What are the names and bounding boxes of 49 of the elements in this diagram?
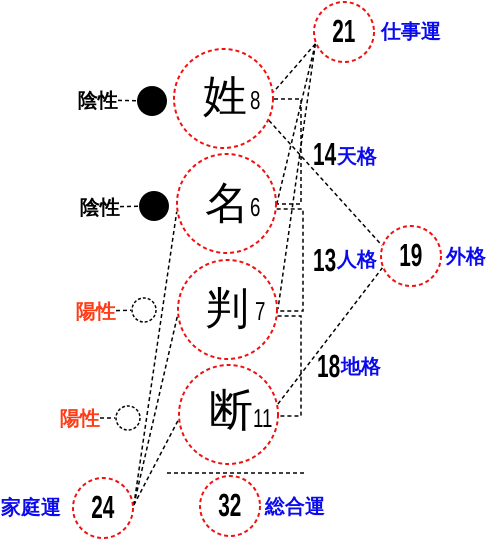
polarity-label: 陽性 [60,408,100,428]
stroke-count: 6 [250,197,260,218]
leader-line [100,417,115,419]
grid-label: 地格 [341,356,381,376]
fortune-label: 仕事運 [381,21,441,41]
grid-number: 13 [313,248,336,274]
dashed-circle-icon [115,405,141,431]
connector-line [277,267,383,404]
character-circle [173,48,274,149]
grid-number: 18 [317,354,340,380]
total-number: 32 [218,493,242,519]
name-character: 断 [209,389,253,433]
total-circle [380,225,442,287]
character-circle [178,364,279,465]
stroke-count: 7 [255,301,266,322]
name-character: 姓 [203,75,247,119]
total-circle [313,1,375,63]
fortune-label: 外格 [446,246,486,266]
connector-line [133,420,179,506]
connector-line [268,120,382,246]
leader-line [118,100,138,102]
name-character: 判 [205,287,249,331]
total-number: 21 [332,19,356,45]
total-circle [199,475,261,537]
total-circle [72,477,134,539]
connector-line [273,43,316,92]
character-circle [177,259,278,360]
filled-dot-icon [137,86,167,116]
total-number: 19 [399,243,423,269]
stroke-count: 8 [250,90,260,111]
filled-dot-icon [139,191,169,221]
fortune-label: 家庭運 [1,497,61,517]
polarity-label: 陰性 [78,90,118,110]
stroke-count: 11 [253,408,272,429]
polarity-label: 陽性 [76,301,116,321]
polarity-label: 陰性 [80,197,120,217]
connector-line [276,44,316,204]
connector-line [133,316,178,506]
fortune-label: 総合運 [265,496,325,516]
total-number: 24 [91,495,115,521]
leader-line [120,206,140,208]
grid-number: 14 [313,142,336,168]
leader-line [116,310,132,312]
grid-label: 人格 [337,249,377,269]
connector-line [277,44,316,310]
dashed-circle-icon [131,297,157,323]
name-character: 名 [205,182,249,226]
grid-label: 天格 [337,146,377,166]
character-circle [176,153,277,254]
